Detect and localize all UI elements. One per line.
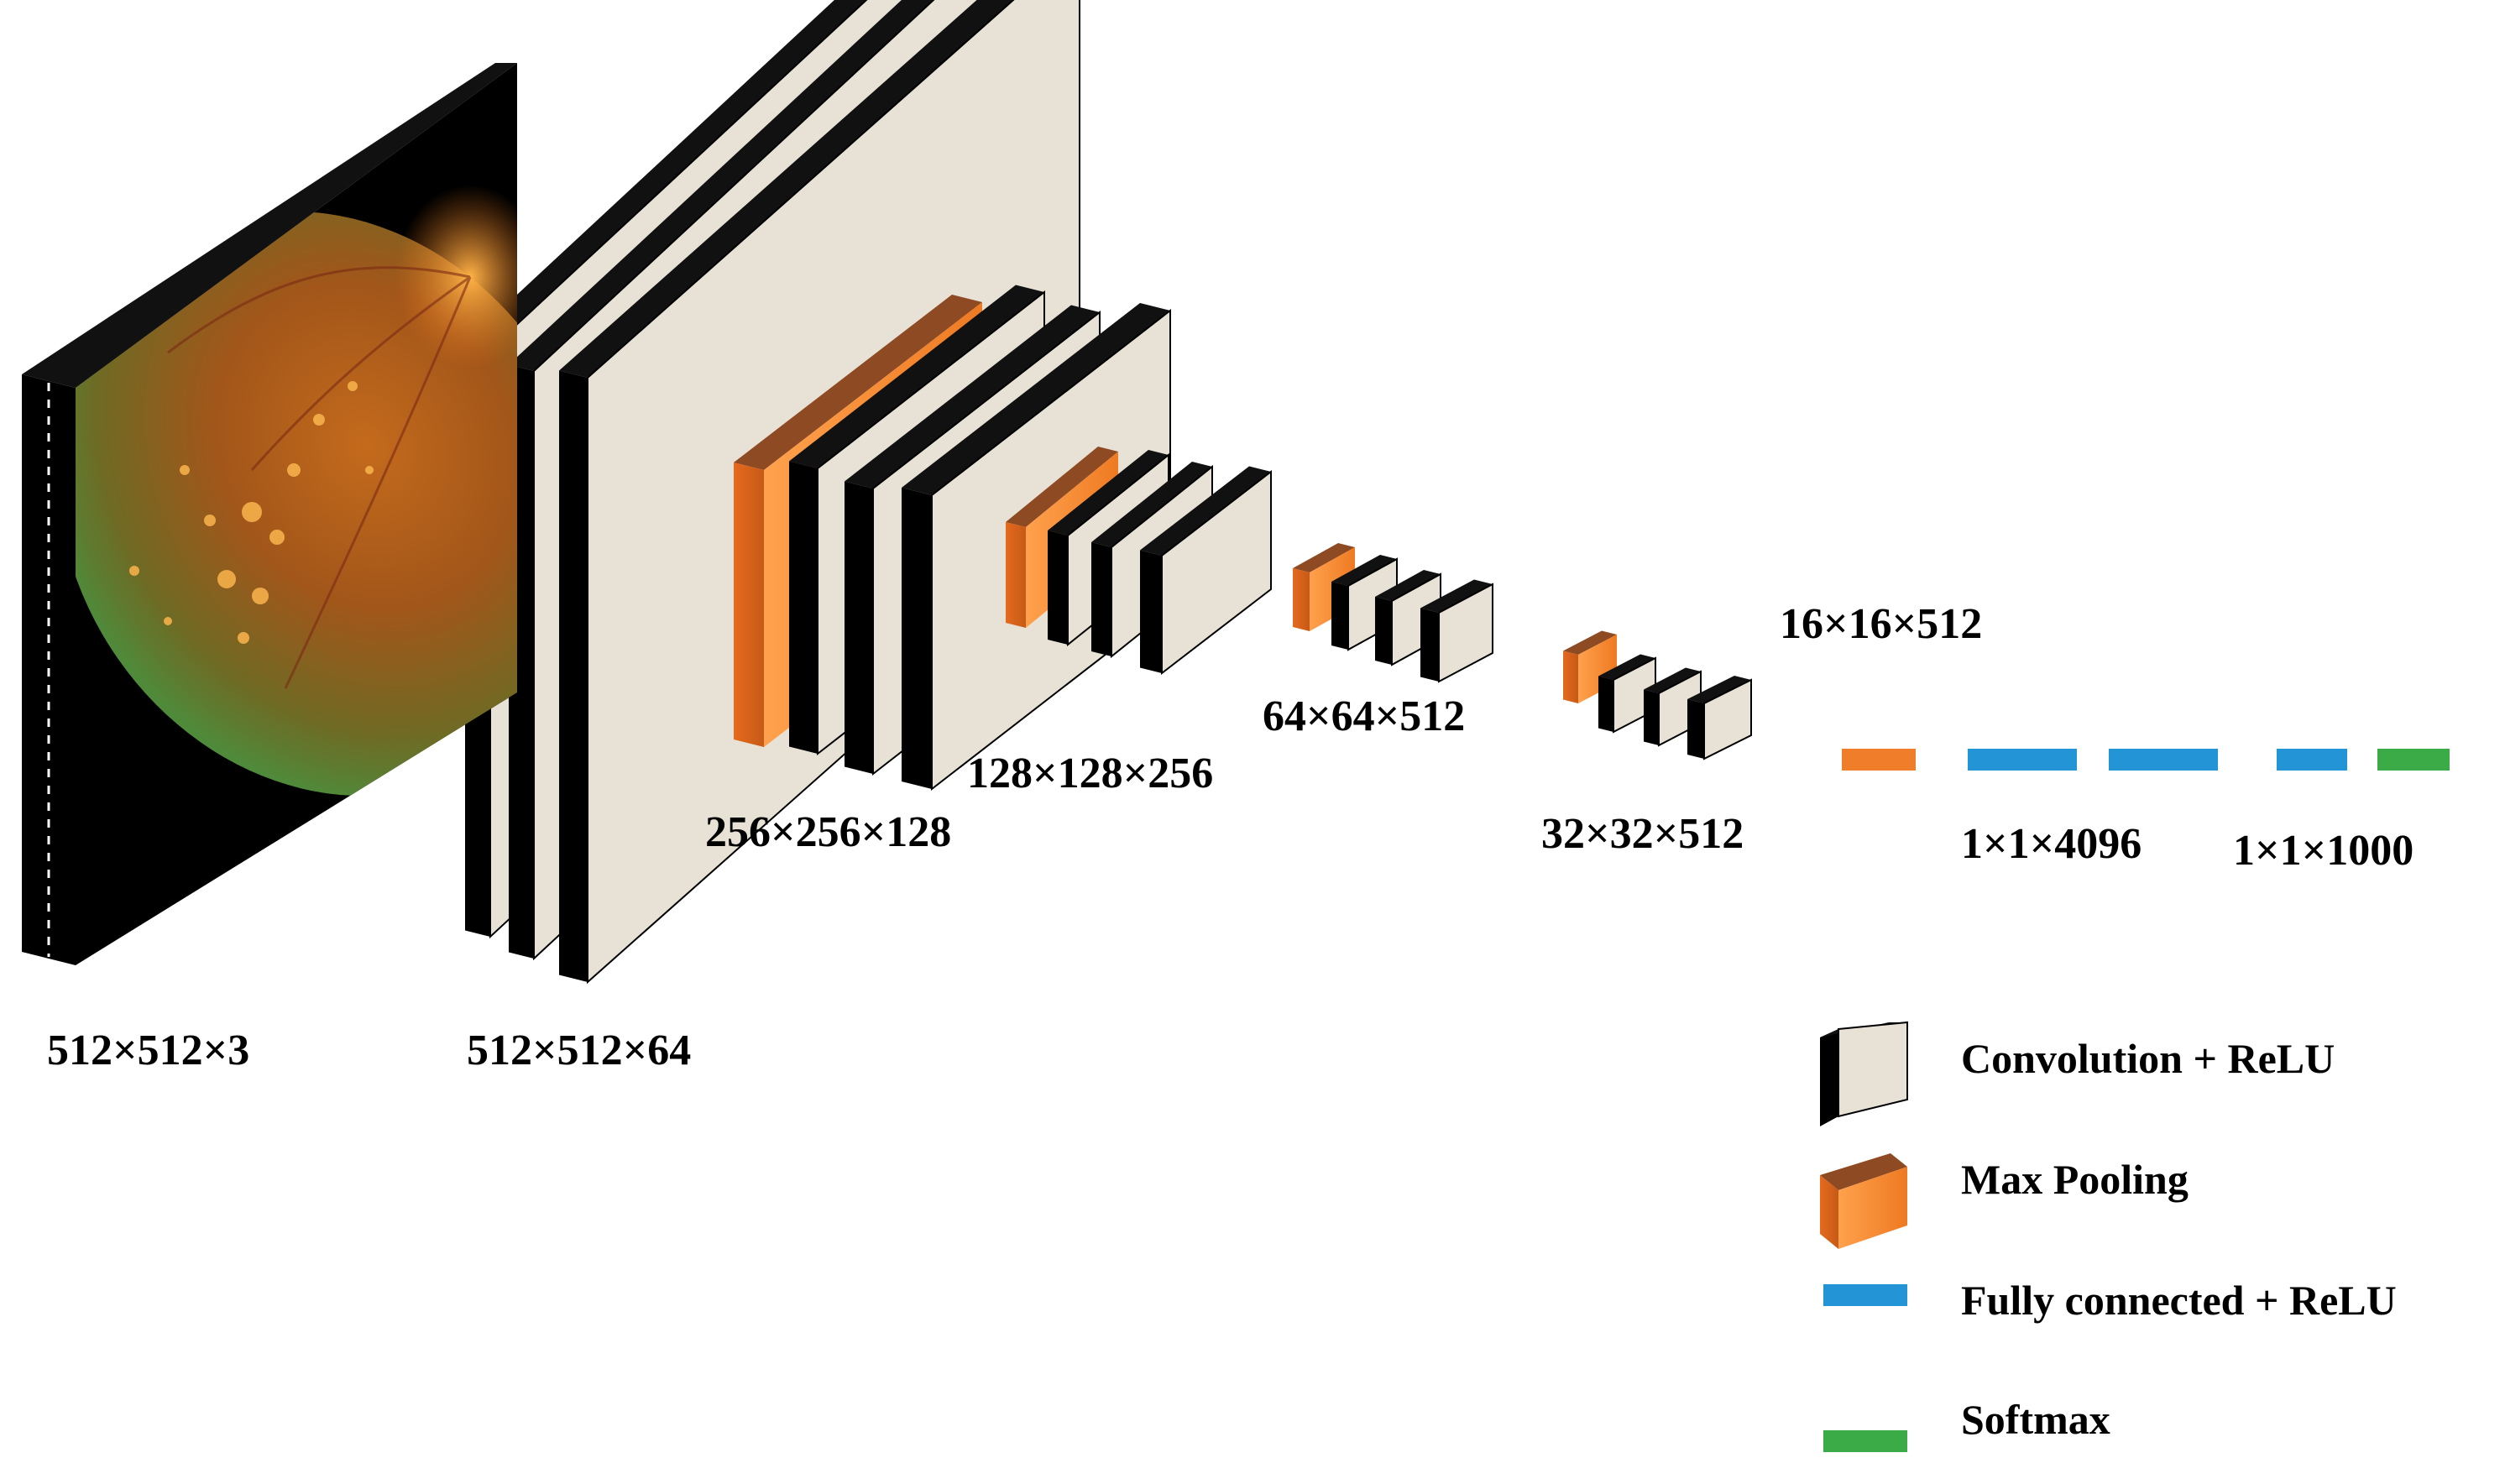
pool-top-face xyxy=(1563,630,1617,655)
conv-front-face xyxy=(1703,678,1752,760)
input-layer-top xyxy=(22,63,517,388)
pool-top-face xyxy=(1293,543,1355,572)
conv-top-face xyxy=(1420,579,1493,613)
legend-fc-swatch xyxy=(1823,1284,1907,1306)
conv-layer-18 xyxy=(1687,676,1752,760)
conv-side-face xyxy=(1140,550,1162,673)
conv-front-face xyxy=(1161,469,1272,676)
conv-top-face xyxy=(1598,654,1655,680)
conv-layer-14 xyxy=(1420,579,1493,683)
pool-side-face xyxy=(1006,522,1026,628)
fc-bar-1 xyxy=(1968,749,2077,771)
legend-pool-label: Max Pooling xyxy=(1961,1156,2189,1203)
conv-top-face xyxy=(559,0,1014,378)
legend-conv-label: Convolution + ReLU xyxy=(1961,1035,2335,1082)
pool-side-face xyxy=(1293,568,1310,631)
conv-side-face xyxy=(902,488,932,789)
pool-side-face xyxy=(734,462,764,747)
conv-side-face xyxy=(559,370,588,982)
conv-top-face xyxy=(1048,450,1169,536)
conv-top-face xyxy=(1091,462,1212,547)
classifier-bars xyxy=(1842,749,2450,771)
label-block5: 32×32×512 xyxy=(1541,810,1744,858)
conv-top-face xyxy=(1375,570,1441,601)
conv-layer-10 xyxy=(1140,466,1272,676)
conv-top-face xyxy=(1687,676,1751,703)
conv-front-face xyxy=(1438,583,1493,683)
label-softmax: 1×1×1000 xyxy=(2233,827,2413,875)
legend-softmax-label: Softmax xyxy=(1961,1396,2110,1443)
legend-softmax-swatch xyxy=(1823,1430,1907,1452)
label-block2: 256×256×128 xyxy=(705,808,951,856)
conv-side-face xyxy=(1644,689,1659,745)
conv-side-face xyxy=(1598,676,1613,732)
conv-top-face xyxy=(902,303,1170,495)
legend-pool-icon xyxy=(1820,1153,1907,1249)
label-block4: 64×64×512 xyxy=(1263,692,1465,740)
legend-fc-label: Fully connected + ReLU xyxy=(1961,1277,2397,1324)
conv-side-face xyxy=(1091,542,1111,656)
label-fc: 1×1×4096 xyxy=(1961,820,2142,868)
legend-conv-icon xyxy=(1820,1021,1908,1126)
conv-top-face xyxy=(845,305,1100,489)
network-layers xyxy=(465,0,1752,985)
label-block3: 128×128×256 xyxy=(967,750,1213,797)
conv-side-face xyxy=(1420,608,1439,682)
conv-side-face xyxy=(1375,597,1392,665)
softmax-bar xyxy=(2377,749,2450,771)
pool-top-face xyxy=(734,295,982,470)
conv-side-face xyxy=(1687,699,1704,759)
label-block1: 512×512×64 xyxy=(467,1027,691,1074)
conv-side-face xyxy=(1331,582,1348,650)
conv-top-face xyxy=(789,285,1044,468)
fc-bar-3 xyxy=(2277,749,2347,771)
conv-top-face xyxy=(1644,667,1701,693)
flatten-bar xyxy=(1842,749,1916,771)
conv-top-face xyxy=(1140,466,1271,556)
legend: Convolution + ReLU Max Pooling Fully con… xyxy=(1820,1021,2397,1452)
label-pool5: 16×16×512 xyxy=(1780,600,1982,648)
label-input: 512×512×3 xyxy=(47,1027,249,1074)
fc-bar-2 xyxy=(2109,749,2218,771)
conv-side-face xyxy=(1048,530,1068,645)
pool-top-face xyxy=(1006,447,1118,527)
input-image-layer xyxy=(22,63,517,965)
conv-top-face xyxy=(1331,555,1397,586)
conv-top-face xyxy=(465,0,866,349)
conv-side-face xyxy=(845,481,873,774)
conv-side-face xyxy=(789,461,818,754)
conv-top-face xyxy=(509,0,933,371)
retinal-fundus-photo xyxy=(76,185,517,797)
pool-side-face xyxy=(1563,651,1578,703)
dimension-labels: 512×512×3 512×512×64 256×256×128 128×128… xyxy=(47,600,2413,1074)
